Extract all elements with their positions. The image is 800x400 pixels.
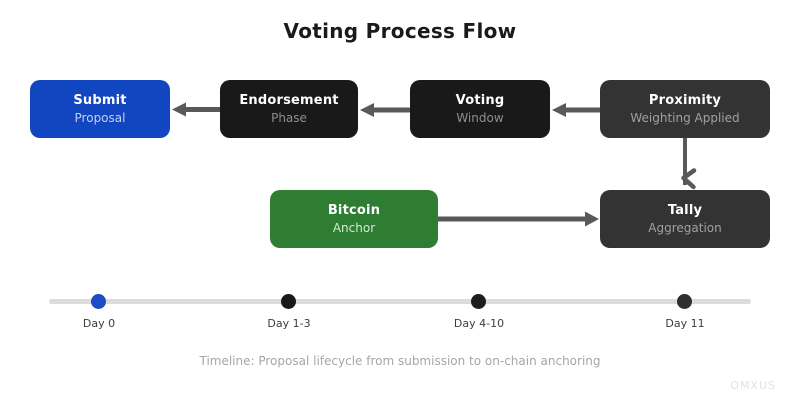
node-title: Endorsement xyxy=(239,92,339,108)
node-tally-aggregation: Tally Aggregation xyxy=(600,190,770,248)
node-proximity-weighting: Proximity Weighting Applied xyxy=(600,80,770,138)
timeline-dot-day-11 xyxy=(677,294,692,309)
node-title: Voting xyxy=(455,92,505,108)
arrow-bitcoin-to-tally xyxy=(438,211,599,227)
timeline-track xyxy=(49,299,751,304)
node-submit-proposal: Submit Proposal xyxy=(30,80,170,138)
arrow-proximity-to-tally xyxy=(681,138,697,190)
node-subtitle: Weighting Applied xyxy=(630,111,740,126)
node-subtitle: Phase xyxy=(271,111,307,126)
timeline-label: Day 4-10 xyxy=(453,317,505,330)
timeline-dot-day-0 xyxy=(91,294,106,309)
timeline-dot-day-4-10 xyxy=(471,294,486,309)
timeline-caption: Timeline: Proposal lifecycle from submis… xyxy=(199,354,601,368)
timeline-dot-day-1-3 xyxy=(281,294,296,309)
timeline-label: Day 0 xyxy=(82,317,116,330)
node-voting-window: Voting Window xyxy=(410,80,550,138)
node-title: Proximity xyxy=(648,92,722,108)
arrow-endorsement-to-submit xyxy=(172,102,220,117)
node-title: Bitcoin xyxy=(327,202,381,218)
node-subtitle: Proposal xyxy=(74,111,126,126)
node-subtitle: Window xyxy=(456,111,504,126)
arrow-proximity-to-voting xyxy=(552,103,600,117)
watermark: OMXUS xyxy=(730,379,776,392)
page-title: Voting Process Flow xyxy=(283,19,517,43)
timeline-label: Day 1-3 xyxy=(267,317,311,330)
node-title: Tally xyxy=(667,202,703,218)
node-title: Submit xyxy=(73,92,127,108)
node-subtitle: Anchor xyxy=(332,221,376,236)
arrow-voting-to-endorsement xyxy=(360,103,410,117)
node-bitcoin-anchor: Bitcoin Anchor xyxy=(270,190,438,248)
timeline-label: Day 11 xyxy=(665,317,705,330)
node-endorsement-phase: Endorsement Phase xyxy=(220,80,358,138)
node-subtitle: Aggregation xyxy=(648,221,722,236)
